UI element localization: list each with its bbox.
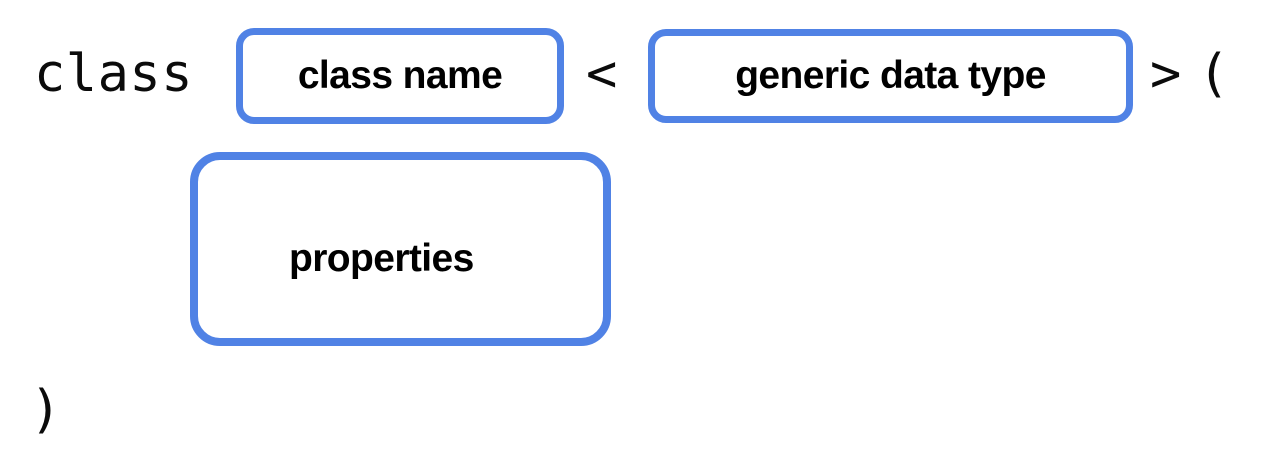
slot-class-name[interactable]: class name [236, 28, 564, 124]
code-generic-close-angle-bracket: > [1150, 44, 1182, 104]
slot-properties-label: properties [289, 237, 474, 280]
slot-properties[interactable]: properties [190, 152, 611, 346]
code-generic-open-angle-bracket: < [586, 44, 618, 104]
code-keyword-class: class [34, 44, 194, 104]
slot-class-name-label: class name [297, 54, 503, 97]
slot-generic-data-type[interactable]: generic data type [648, 29, 1133, 123]
code-paren-open: ( [1198, 44, 1230, 104]
code-paren-close: ) [30, 380, 62, 440]
slot-generic-data-type-label: generic data type [735, 54, 1046, 97]
